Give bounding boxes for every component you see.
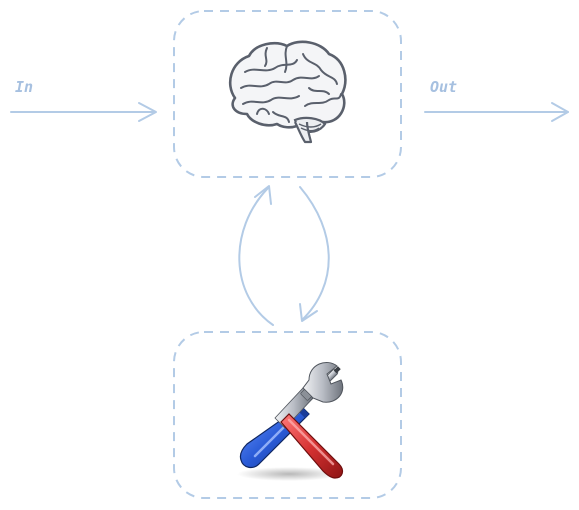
wrench-icon <box>274 362 344 479</box>
brain-icon <box>228 40 347 144</box>
input-label: In <box>15 78 33 96</box>
output-label: Out <box>430 78 457 96</box>
tools-to-model-arrow <box>238 185 274 326</box>
tools-node-box <box>173 331 402 499</box>
model-to-tools-arrow <box>299 186 330 322</box>
tools-icon <box>237 362 344 481</box>
output-arrow <box>424 102 569 122</box>
model-node-box <box>173 10 402 178</box>
input-arrow <box>10 102 157 122</box>
